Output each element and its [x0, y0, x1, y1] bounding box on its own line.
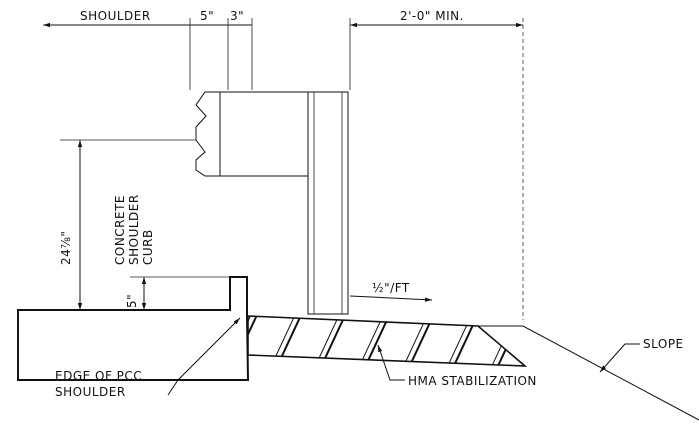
label-edge-pcc-1: EDGE OF PCC [55, 369, 142, 383]
top-dimensions [43, 18, 524, 320]
pcc-slab-outline [17, 276, 250, 381]
guardrail-assembly [195, 91, 349, 315]
edge-pcc-leader [167, 317, 241, 396]
slope-leader [599, 343, 640, 373]
label-5in-top: 5" [200, 9, 214, 23]
label-hma: HMA STABILIZATION [408, 374, 537, 388]
hma-stabilization-wedge [247, 315, 528, 367]
label-curb-2: SHOULDER [127, 194, 141, 265]
label-curb-3: CURB [141, 229, 155, 265]
curb-dimension [130, 276, 232, 310]
label-5in-curb: 5" [125, 294, 139, 308]
label-edge-pcc-2: SHOULDER [55, 385, 126, 399]
label-2ft-min: 2'-0" MIN. [400, 9, 464, 23]
slope-rate-arrow [349, 295, 433, 302]
label-height: 24⅞" [59, 231, 73, 265]
label-slope-rate: ½"/FT [372, 281, 410, 295]
blockout [219, 91, 309, 177]
pcc-shoulder [17, 276, 250, 381]
hma-leader [377, 344, 405, 381]
label-shoulder: SHOULDER [80, 9, 151, 23]
w-beam-profile [195, 91, 220, 177]
height-dimension [60, 139, 196, 310]
slope-surface [478, 325, 699, 421]
label-curb-1: CONCRETE [113, 195, 127, 265]
label-slope: SLOPE [643, 337, 684, 351]
label-3in: 3" [230, 9, 244, 23]
post [307, 91, 349, 315]
